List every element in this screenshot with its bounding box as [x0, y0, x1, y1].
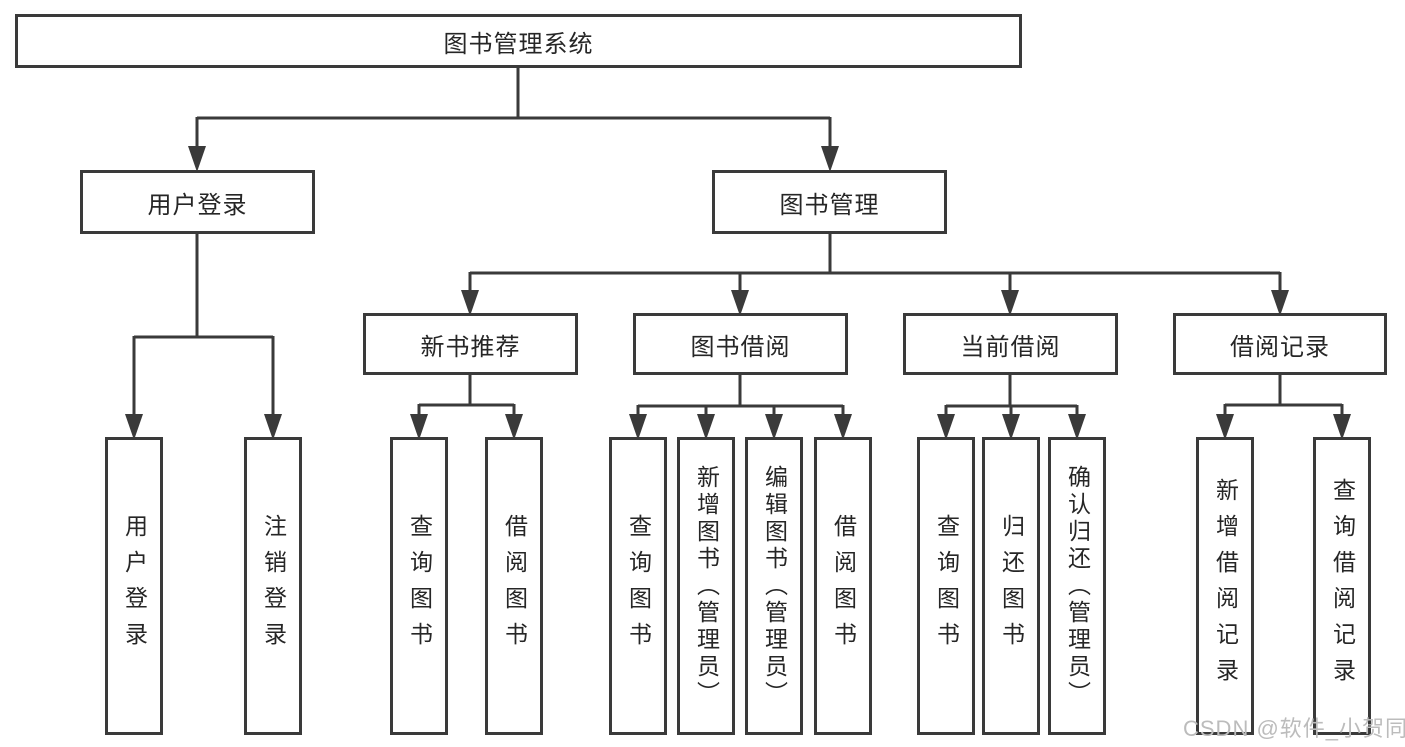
- leaf-user-login: 用户登录: [105, 437, 163, 735]
- connector-records-to-leaves: [1216, 375, 1351, 440]
- leaf-record-query: 查询借阅记录: [1313, 437, 1371, 735]
- connector-userlogin-to-leaves: [125, 234, 282, 440]
- node-book-management: 图书管理: [712, 170, 947, 234]
- node-user-login: 用户登录: [80, 170, 315, 234]
- leaf-borrow-edit-admin: 编辑图书（管理员）: [745, 437, 803, 735]
- leaf-newbook-query: 查询图书: [390, 437, 448, 735]
- node-book-borrow: 图书借阅: [633, 313, 848, 375]
- leaf-logout: 注销登录: [244, 437, 302, 735]
- connector-root-to-level2: [188, 68, 839, 172]
- connector-bookmgmt-to-level3: [461, 234, 1289, 316]
- connector-bookborrow-to-leaves: [629, 375, 852, 440]
- connector-currentborrow-to-leaves: [937, 375, 1086, 440]
- leaf-record-add: 新增借阅记录: [1196, 437, 1254, 735]
- leaf-borrow-query: 查询图书: [609, 437, 667, 735]
- node-new-book-recommend: 新书推荐: [363, 313, 578, 375]
- leaf-borrow-add-admin: 新增图书（管理员）: [677, 437, 735, 735]
- leaf-current-query: 查询图书: [917, 437, 975, 735]
- leaf-current-return: 归还图书: [982, 437, 1040, 735]
- csdn-watermark: CSDN @软件_小贺同学: [1183, 716, 1405, 741]
- leaf-current-confirm-admin: 确认归还（管理员）: [1048, 437, 1106, 735]
- leaf-newbook-borrow: 借阅图书: [485, 437, 543, 735]
- node-root: 图书管理系统: [15, 14, 1022, 68]
- connector-newbook-to-leaves: [410, 375, 523, 440]
- leaf-borrow-book: 借阅图书: [814, 437, 872, 735]
- node-borrow-records: 借阅记录: [1173, 313, 1387, 375]
- node-current-borrow: 当前借阅: [903, 313, 1118, 375]
